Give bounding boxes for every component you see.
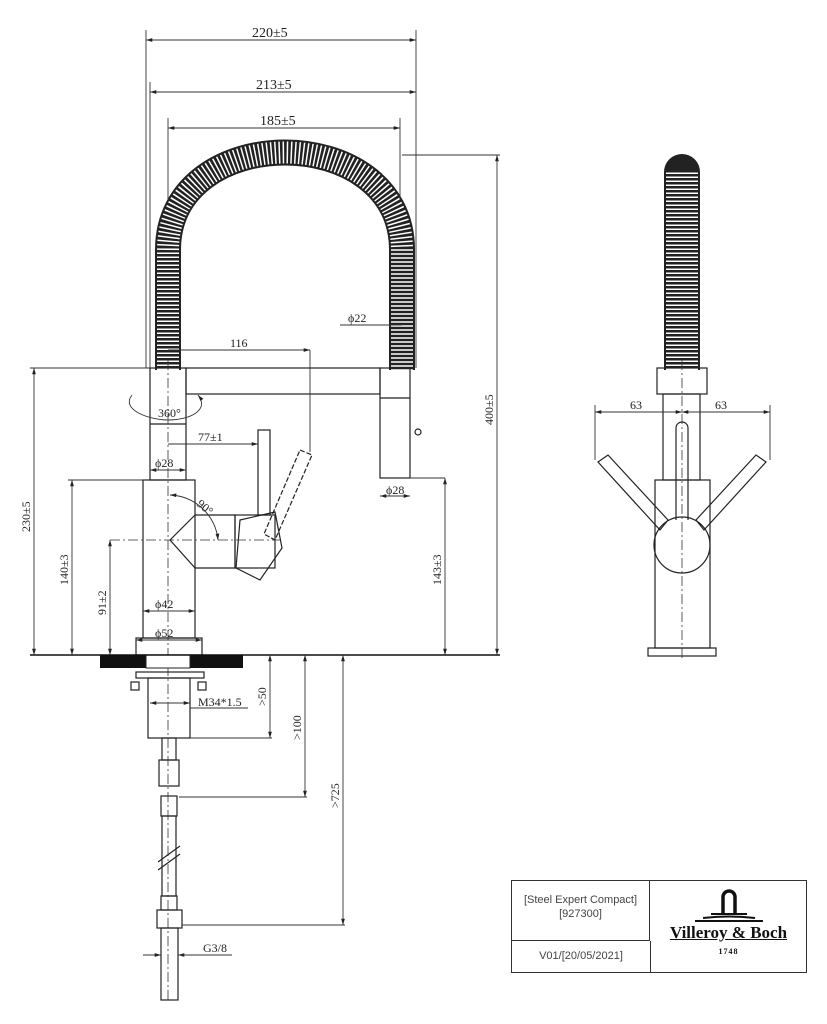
product-cell: [Steel Expert Compact] [927300] [512, 881, 650, 941]
threaded-shank [147, 677, 191, 739]
dim-connection: G3/8 [203, 941, 227, 955]
dim-side-right: 63 [715, 398, 727, 412]
dim-77: 77±1 [198, 430, 223, 444]
front-view [30, 139, 500, 1001]
dim-213: 213±5 [256, 78, 292, 93]
hose-arch [155, 139, 415, 370]
dim-725: >725 [328, 783, 342, 808]
dim-185: 185±5 [260, 114, 296, 129]
dim-body-dia: ϕ42 [155, 597, 173, 611]
dim-116: 116 [230, 336, 248, 350]
dim-220: 220±5 [252, 26, 288, 41]
brand-logo: Villeroy & Boch 1748 [651, 881, 806, 972]
spout-bar [185, 367, 381, 395]
dim-400: 400±5 [482, 394, 496, 425]
spray-head [379, 367, 411, 479]
base-flange [135, 637, 203, 656]
connector-nut [156, 909, 183, 929]
brand-name: Villeroy & Boch [669, 923, 788, 942]
lever [257, 429, 271, 516]
product-code: [927300] [559, 908, 602, 920]
faucet-logo-icon [695, 889, 763, 922]
dim-base-dia: ϕ52 [155, 626, 173, 640]
dim-91: 91±2 [95, 590, 109, 615]
side-view: 63 63 [594, 154, 771, 660]
brand-year: 1748 [718, 947, 739, 956]
dim-spray-dia: ϕ28 [386, 483, 404, 497]
dim-230: 230±5 [19, 501, 33, 532]
dimension-lines [30, 30, 500, 957]
dim-hose-dia: ϕ22 [348, 311, 366, 325]
version: V01/[20/05/2021] [512, 941, 651, 972]
dim-143: 143±3 [430, 554, 444, 585]
supply-hose [161, 815, 177, 897]
dim-column-dia: ϕ28 [155, 456, 173, 470]
dimension-labels: 220±5 213±5 185±5 ϕ22 116 360° 77±1 ϕ28 … [19, 26, 496, 955]
dim-140: 140±3 [57, 554, 71, 585]
title-block: [Steel Expert Compact] [927300] V01/[20/… [511, 880, 807, 973]
dim-side-left: 63 [630, 398, 642, 412]
dim-thread: M34*1.5 [198, 695, 242, 709]
dim-50: >50 [255, 687, 269, 706]
dim-100: >100 [290, 715, 304, 740]
product-name: [Steel Expert Compact] [523, 894, 638, 906]
dim-360: 360° [158, 406, 181, 420]
